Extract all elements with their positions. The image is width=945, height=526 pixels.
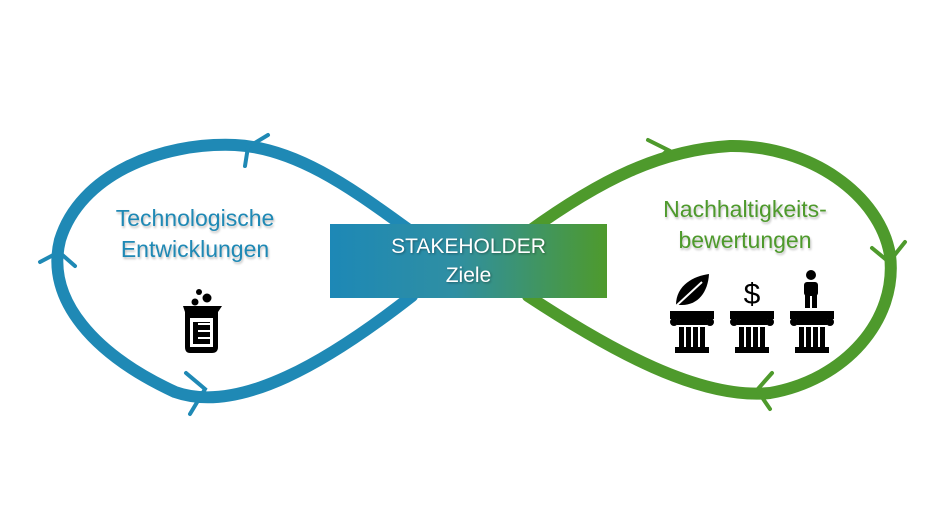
- left-arrow-top: [243, 133, 270, 168]
- stakeholder-box: STAKEHOLDER Ziele: [330, 224, 607, 298]
- dollar-pillar-icon: $: [730, 278, 774, 353]
- right-title-line2: bewertungen: [678, 227, 812, 253]
- center-line1: STAKEHOLDER: [391, 235, 546, 258]
- beaker-icon: [183, 289, 222, 353]
- left-arrow-left: [38, 249, 77, 268]
- dollar-symbol: $: [744, 278, 761, 311]
- left-loop-title: Technologische Entwicklungen: [95, 203, 295, 265]
- center-line2: Ziele: [445, 264, 492, 287]
- left-title-line1: Technologische: [115, 205, 275, 231]
- right-arrow-bottom: [754, 371, 774, 411]
- right-title-line1: Nachhaltigkeits-: [663, 196, 827, 222]
- left-title-line2: Entwicklungen: [120, 236, 270, 262]
- leaf-pillar-icon: [670, 274, 714, 353]
- right-loop-title: Nachhaltigkeits- bewertungen: [625, 194, 865, 256]
- right-arrow-right: [870, 240, 907, 265]
- left-loop-path: [51, 138, 418, 404]
- person-pillar-icon: [790, 270, 834, 353]
- right-arrow-top: [646, 138, 672, 168]
- left-arrow-bottom: [184, 371, 208, 416]
- right-loop-path: [522, 139, 897, 400]
